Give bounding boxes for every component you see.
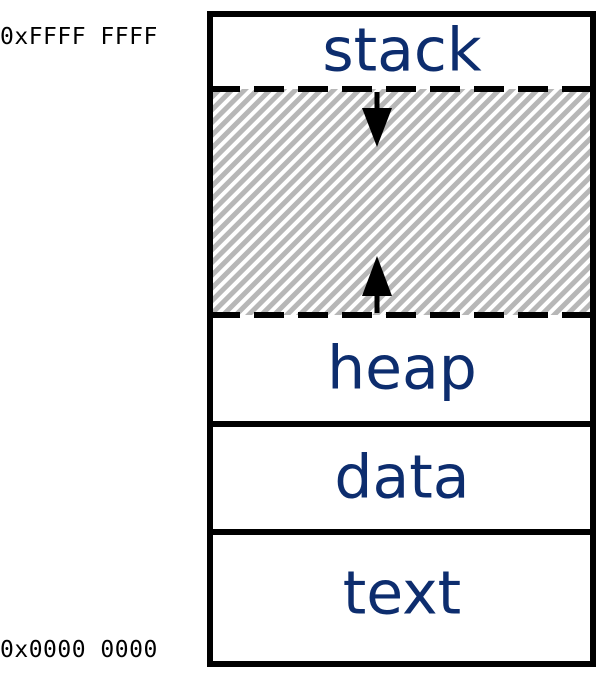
stack-growth-arrow-icon <box>362 92 392 147</box>
data-label: data <box>334 443 469 513</box>
text-label: text <box>343 559 461 629</box>
memory-outline <box>207 11 596 667</box>
bottom-address-label: 0x0000 0000 <box>0 637 158 663</box>
top-address-label: 0xFFFF FFFF <box>0 24 158 50</box>
heap-growth-arrow-icon <box>362 256 392 313</box>
stack-label: stack <box>322 16 482 86</box>
heap-label: heap <box>327 334 477 404</box>
free-memory-region <box>210 89 593 315</box>
